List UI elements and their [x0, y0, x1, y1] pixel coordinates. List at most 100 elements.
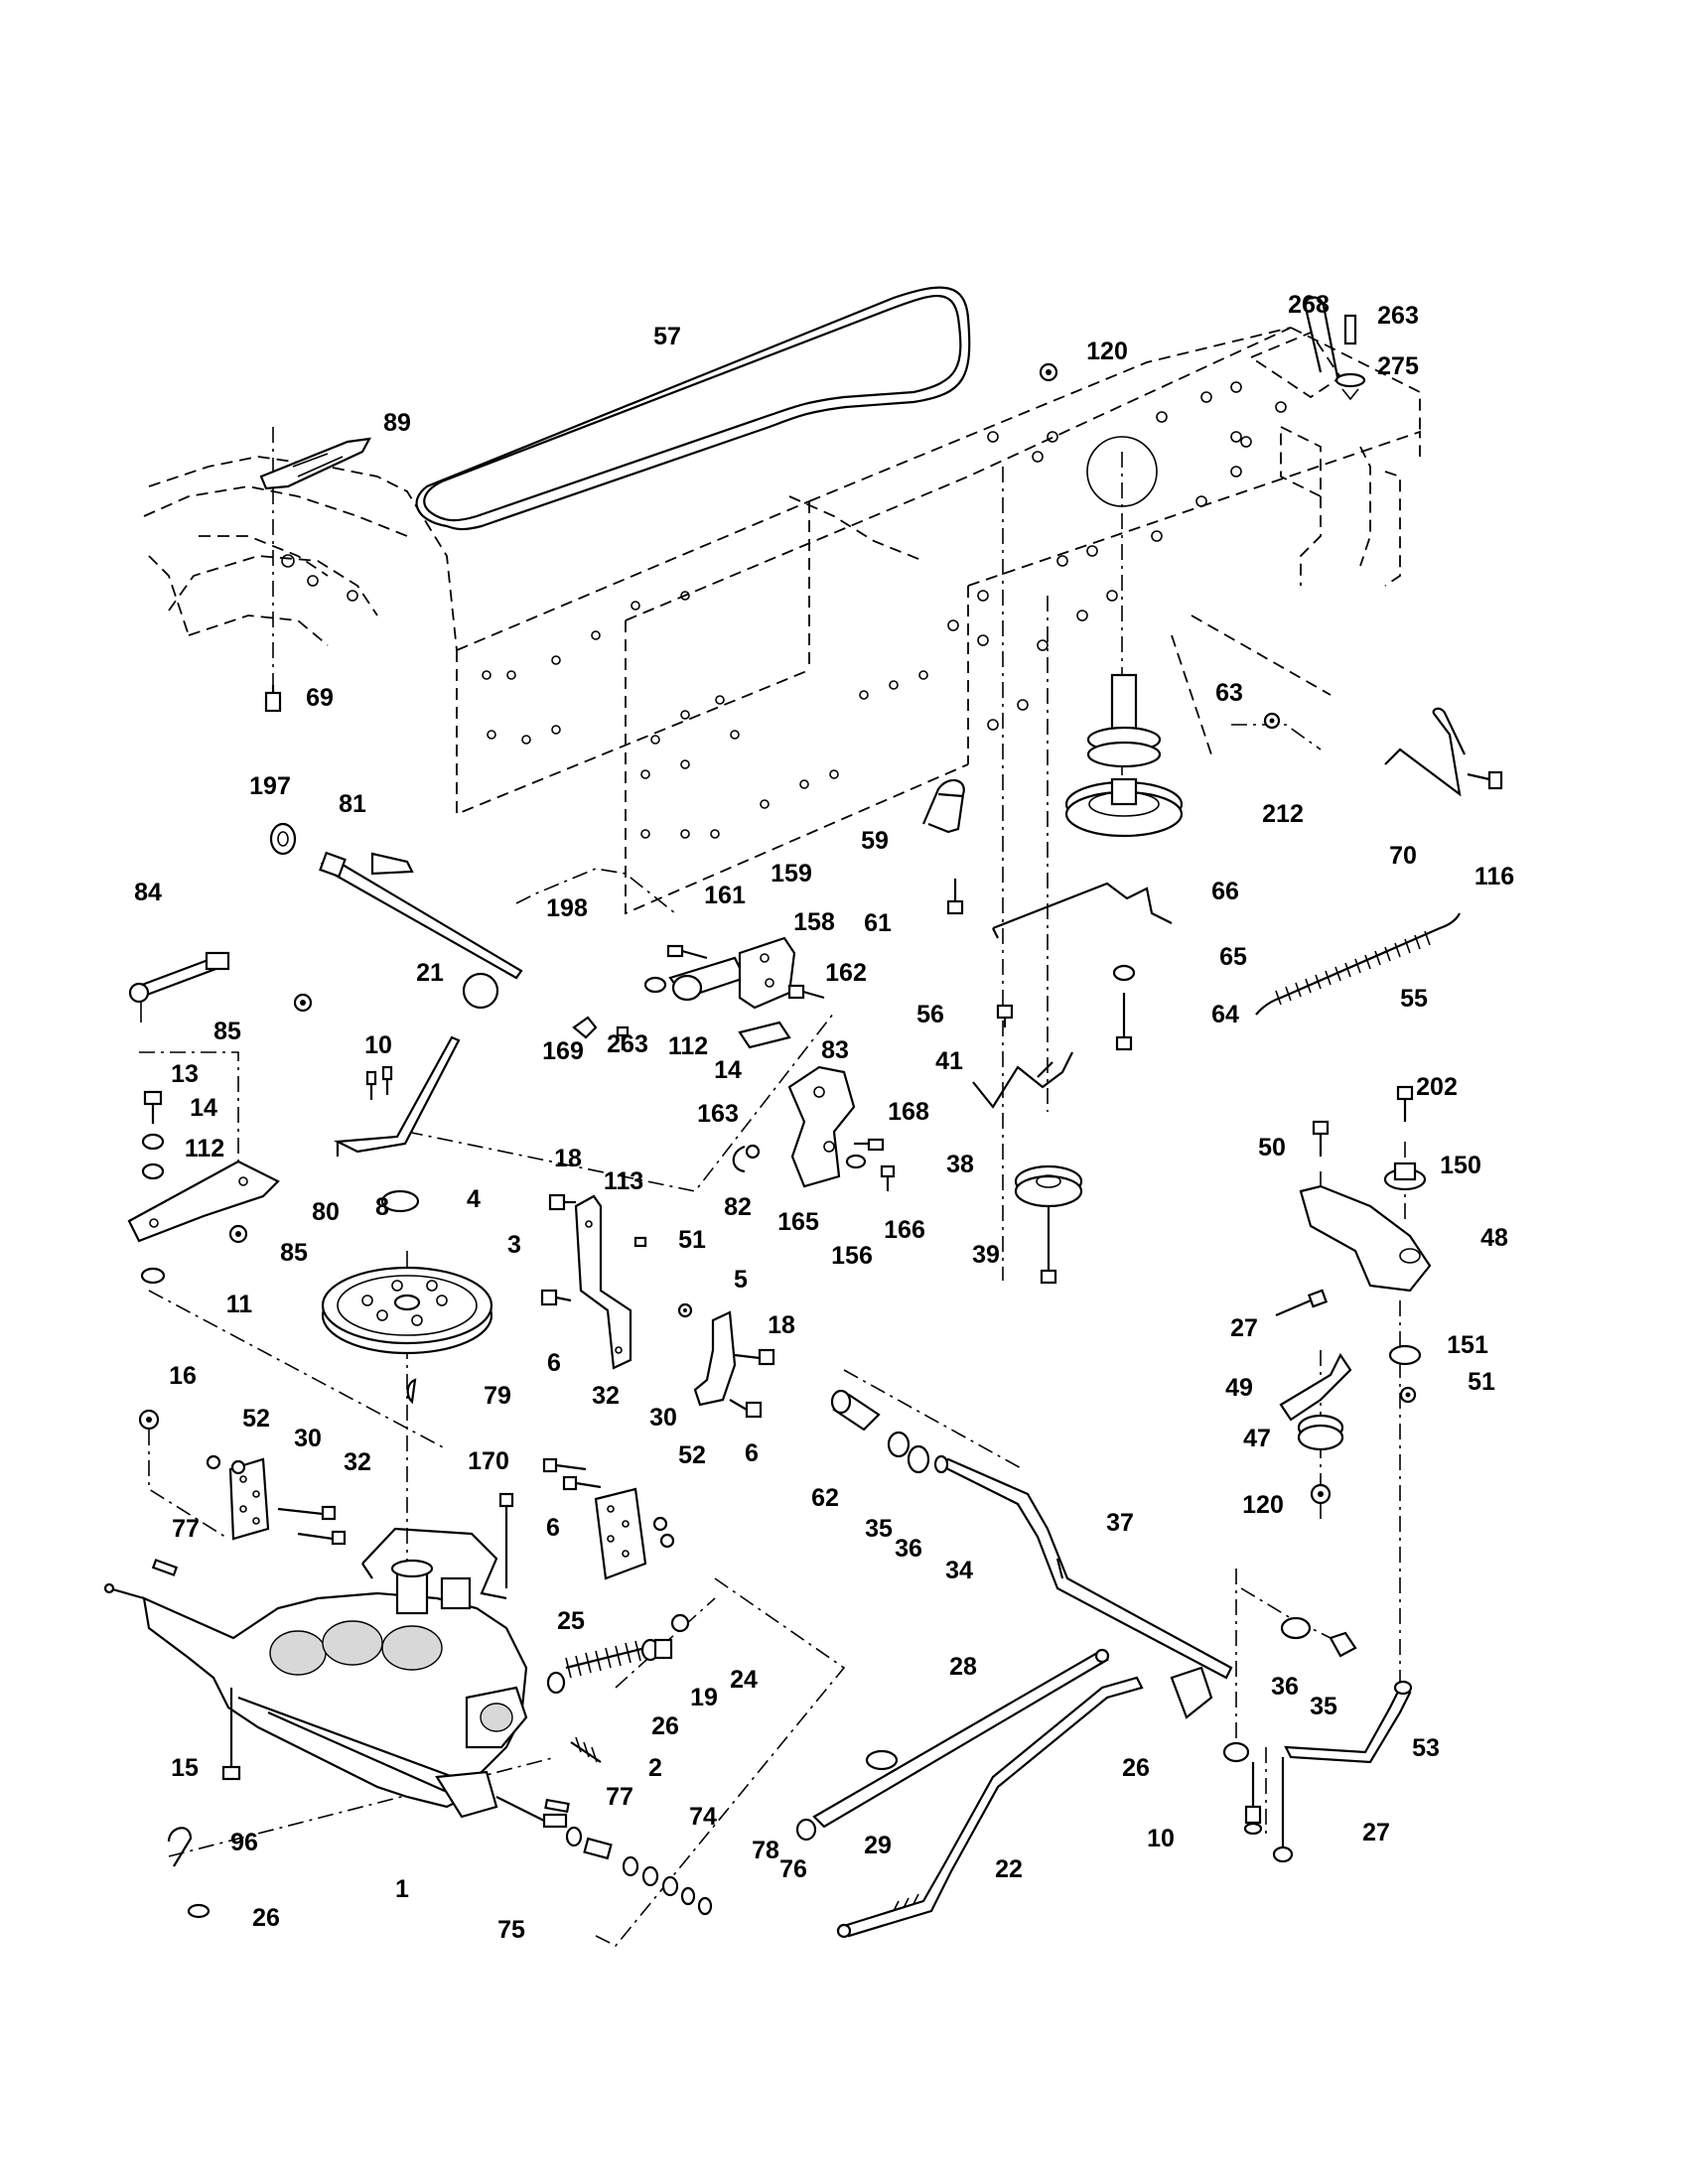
- part-number-label: 112: [185, 1135, 224, 1162]
- bushing-197: [269, 822, 297, 856]
- bolts-32-left: [277, 1505, 347, 1546]
- part-number-label: 18: [768, 1311, 795, 1339]
- part-number-label: 41: [935, 1047, 963, 1075]
- part-number-label: 39: [972, 1241, 1000, 1269]
- part-number-label: 202: [1416, 1073, 1458, 1101]
- part-number-label: 16: [169, 1362, 197, 1390]
- fender-bracket-89: [259, 437, 371, 490]
- key-79: [406, 1378, 417, 1405]
- part-number-label: 96: [230, 1829, 258, 1856]
- bolt-64: [1115, 993, 1133, 1051]
- part-number-label: 35: [865, 1515, 893, 1543]
- part-number-label: 55: [1400, 985, 1428, 1013]
- plate-30-left: [228, 1457, 270, 1541]
- part-number-label: 81: [339, 790, 366, 818]
- bracket-163: [738, 1021, 791, 1049]
- part-number-label: 56: [916, 1001, 944, 1028]
- part-number-label: 166: [884, 1216, 925, 1244]
- washer-26-right: [1222, 1741, 1250, 1763]
- part-number-label: 83: [821, 1036, 849, 1064]
- shift-rod-81: [319, 851, 523, 980]
- part-number-label: 51: [1468, 1368, 1495, 1396]
- part-number-label: 32: [592, 1382, 620, 1410]
- part-number-label: 37: [1106, 1509, 1134, 1537]
- part-number-label: 48: [1480, 1224, 1508, 1252]
- part-number-label: 198: [546, 894, 588, 922]
- part-number-label: 84: [134, 879, 162, 906]
- part-number-label: 120: [1242, 1491, 1284, 1519]
- nut-24: [670, 1613, 690, 1633]
- nut-212: [1263, 712, 1281, 730]
- part-number-label: 19: [690, 1684, 718, 1711]
- part-number-label: 6: [546, 1514, 560, 1542]
- screw-263-mid: [616, 1025, 630, 1050]
- part-number-label: 77: [606, 1783, 633, 1811]
- part-number-label: 27: [1230, 1314, 1258, 1342]
- bushing-29: [795, 1818, 817, 1842]
- rod-53: [1284, 1680, 1413, 1764]
- part-number-label: 161: [704, 882, 746, 909]
- rod-84: [128, 951, 230, 1023]
- knob-21: [462, 972, 499, 1010]
- part-number-label: 32: [344, 1448, 371, 1476]
- part-number-label: 212: [1262, 800, 1304, 828]
- part-number-label: 268: [1288, 291, 1330, 319]
- clip-82: [732, 1144, 761, 1173]
- part-number-label: 29: [864, 1832, 892, 1859]
- part-number-label: 14: [190, 1094, 217, 1122]
- pin-96: [167, 1827, 193, 1867]
- bolts-32-right: [542, 1457, 602, 1491]
- nut-85-top: [293, 993, 313, 1013]
- part-number-label: 53: [1412, 1734, 1440, 1762]
- ring-78: [680, 1886, 696, 1906]
- part-number-label: 24: [730, 1666, 758, 1694]
- part-number-label: 15: [171, 1754, 199, 1782]
- bolt-161: [666, 944, 708, 960]
- clip-268: [1304, 296, 1366, 401]
- part-number-label: 28: [949, 1653, 977, 1681]
- washer-198: [643, 976, 667, 994]
- bolt-18-top: [548, 1193, 576, 1211]
- part-number-label: 50: [1258, 1134, 1286, 1161]
- bolt-166: [880, 1164, 896, 1191]
- part-number-label: 63: [1215, 679, 1243, 707]
- bolt-27-bottom: [1272, 1757, 1294, 1863]
- part-number-label: 26: [1122, 1754, 1150, 1782]
- washer-156: [845, 1154, 867, 1169]
- bolt-116: [1467, 770, 1503, 790]
- part-number-label: 6: [745, 1439, 759, 1467]
- bolt-69: [264, 685, 282, 713]
- part-number-label: 275: [1377, 352, 1419, 380]
- part-number-label: 2: [648, 1754, 662, 1782]
- rod-34: [933, 1454, 1233, 1680]
- part-number-label: 13: [171, 1060, 199, 1088]
- clip-59: [921, 778, 965, 834]
- part-number-label: 169: [542, 1037, 584, 1065]
- part-number-label: 61: [864, 909, 892, 937]
- part-number-label: 89: [383, 409, 411, 437]
- bracket-80: [127, 1160, 280, 1243]
- part-number-label: 70: [1389, 842, 1417, 870]
- part-number-label: 8: [375, 1193, 389, 1221]
- washer-36-left: [907, 1444, 930, 1474]
- part-number-label: 65: [1219, 943, 1247, 971]
- part-number-label: 77: [172, 1515, 200, 1543]
- washer-151: [1388, 1344, 1422, 1366]
- rod-22: [836, 1676, 1144, 1939]
- pulley-47: [1297, 1414, 1344, 1451]
- part-number-label: 35: [1310, 1693, 1337, 1720]
- part-number-label: 112: [668, 1032, 708, 1060]
- transaxle-1: [103, 1559, 568, 1829]
- pin-77-top: [151, 1559, 179, 1576]
- part-number-label: 34: [945, 1557, 973, 1584]
- part-number-label: 113: [604, 1167, 643, 1195]
- nut-120-bottom: [1310, 1483, 1332, 1505]
- part-number-label: 159: [771, 860, 812, 887]
- ring-4: [380, 1189, 420, 1213]
- part-number-label: 51: [678, 1226, 706, 1254]
- spring-70: [1384, 707, 1466, 797]
- part-number-label: 11: [226, 1291, 253, 1318]
- washer-14-left: [141, 1133, 165, 1151]
- part-number-label: 263: [607, 1030, 648, 1058]
